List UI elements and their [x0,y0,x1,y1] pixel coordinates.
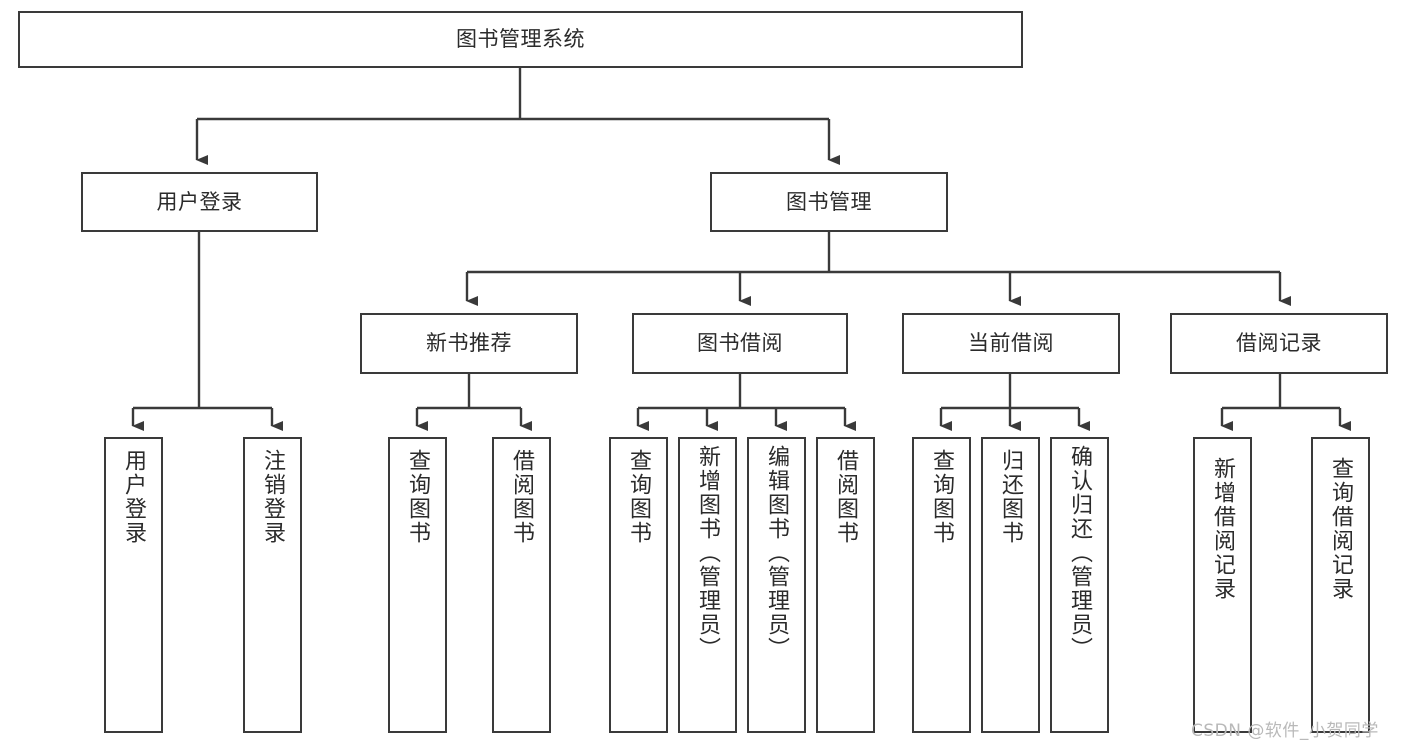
node-leaf-query-book-3[interactable]: 查询图书 [912,437,971,733]
node-leaf-add-record-label: 新增借阅记录 [1210,457,1236,601]
node-leaf-query-record-label: 查询借阅记录 [1328,457,1354,601]
node-leaf-borrow-book-1[interactable]: 借阅图书 [492,437,551,733]
node-leaf-borrow-book-2[interactable]: 借阅图书 [816,437,875,733]
node-leaf-user-login-label: 用户登录 [121,449,147,545]
node-leaf-logout-login[interactable]: 注销登录 [243,437,302,733]
node-leaf-query-book-3-label: 查询图书 [929,449,955,545]
node-borrow-record[interactable]: 借阅记录 [1170,313,1388,374]
node-leaf-return-book-label: 归还图书 [998,449,1024,545]
node-leaf-logout-login-label: 注销登录 [260,449,286,545]
node-leaf-query-book-2[interactable]: 查询图书 [609,437,668,733]
node-leaf-query-book-1-label: 查询图书 [405,449,431,545]
node-borrow-record-label: 借阅记录 [1236,331,1322,356]
node-leaf-borrow-book-2-label: 借阅图书 [833,449,859,545]
node-leaf-add-record[interactable]: 新增借阅记录 [1193,437,1252,733]
node-leaf-return-book[interactable]: 归还图书 [981,437,1040,733]
node-leaf-query-book-2-label: 查询图书 [626,449,652,545]
node-leaf-borrow-book-1-label: 借阅图书 [509,449,535,545]
node-leaf-add-book[interactable]: 新增图书（管理员） [678,437,737,733]
node-leaf-confirm-return[interactable]: 确认归还（管理员） [1050,437,1109,733]
node-leaf-query-record[interactable]: 查询借阅记录 [1311,437,1370,733]
node-leaf-edit-book-label: 编辑图书（管理员） [764,445,790,661]
node-leaf-confirm-return-label: 确认归还（管理员） [1067,445,1093,661]
node-leaf-edit-book[interactable]: 编辑图书（管理员） [747,437,806,733]
csdn-watermark: CSDN @软件_小贺同学 [1191,721,1379,741]
node-user-login[interactable]: 用户登录 [81,172,318,232]
node-book-borrow[interactable]: 图书借阅 [632,313,848,374]
node-book-management-label: 图书管理 [786,189,872,214]
node-leaf-query-book-1[interactable]: 查询图书 [388,437,447,733]
node-root[interactable]: 图书管理系统 [18,11,1023,68]
node-new-book-recommend[interactable]: 新书推荐 [360,313,578,374]
node-book-borrow-label: 图书借阅 [697,331,783,356]
node-current-borrow[interactable]: 当前借阅 [902,313,1120,374]
node-leaf-user-login[interactable]: 用户登录 [104,437,163,733]
node-leaf-add-book-label: 新增图书（管理员） [695,445,721,661]
node-root-label: 图书管理系统 [456,27,585,52]
node-book-management[interactable]: 图书管理 [710,172,948,232]
node-new-book-recommend-label: 新书推荐 [426,331,512,356]
node-user-login-label: 用户登录 [156,189,243,214]
node-current-borrow-label: 当前借阅 [968,331,1054,356]
